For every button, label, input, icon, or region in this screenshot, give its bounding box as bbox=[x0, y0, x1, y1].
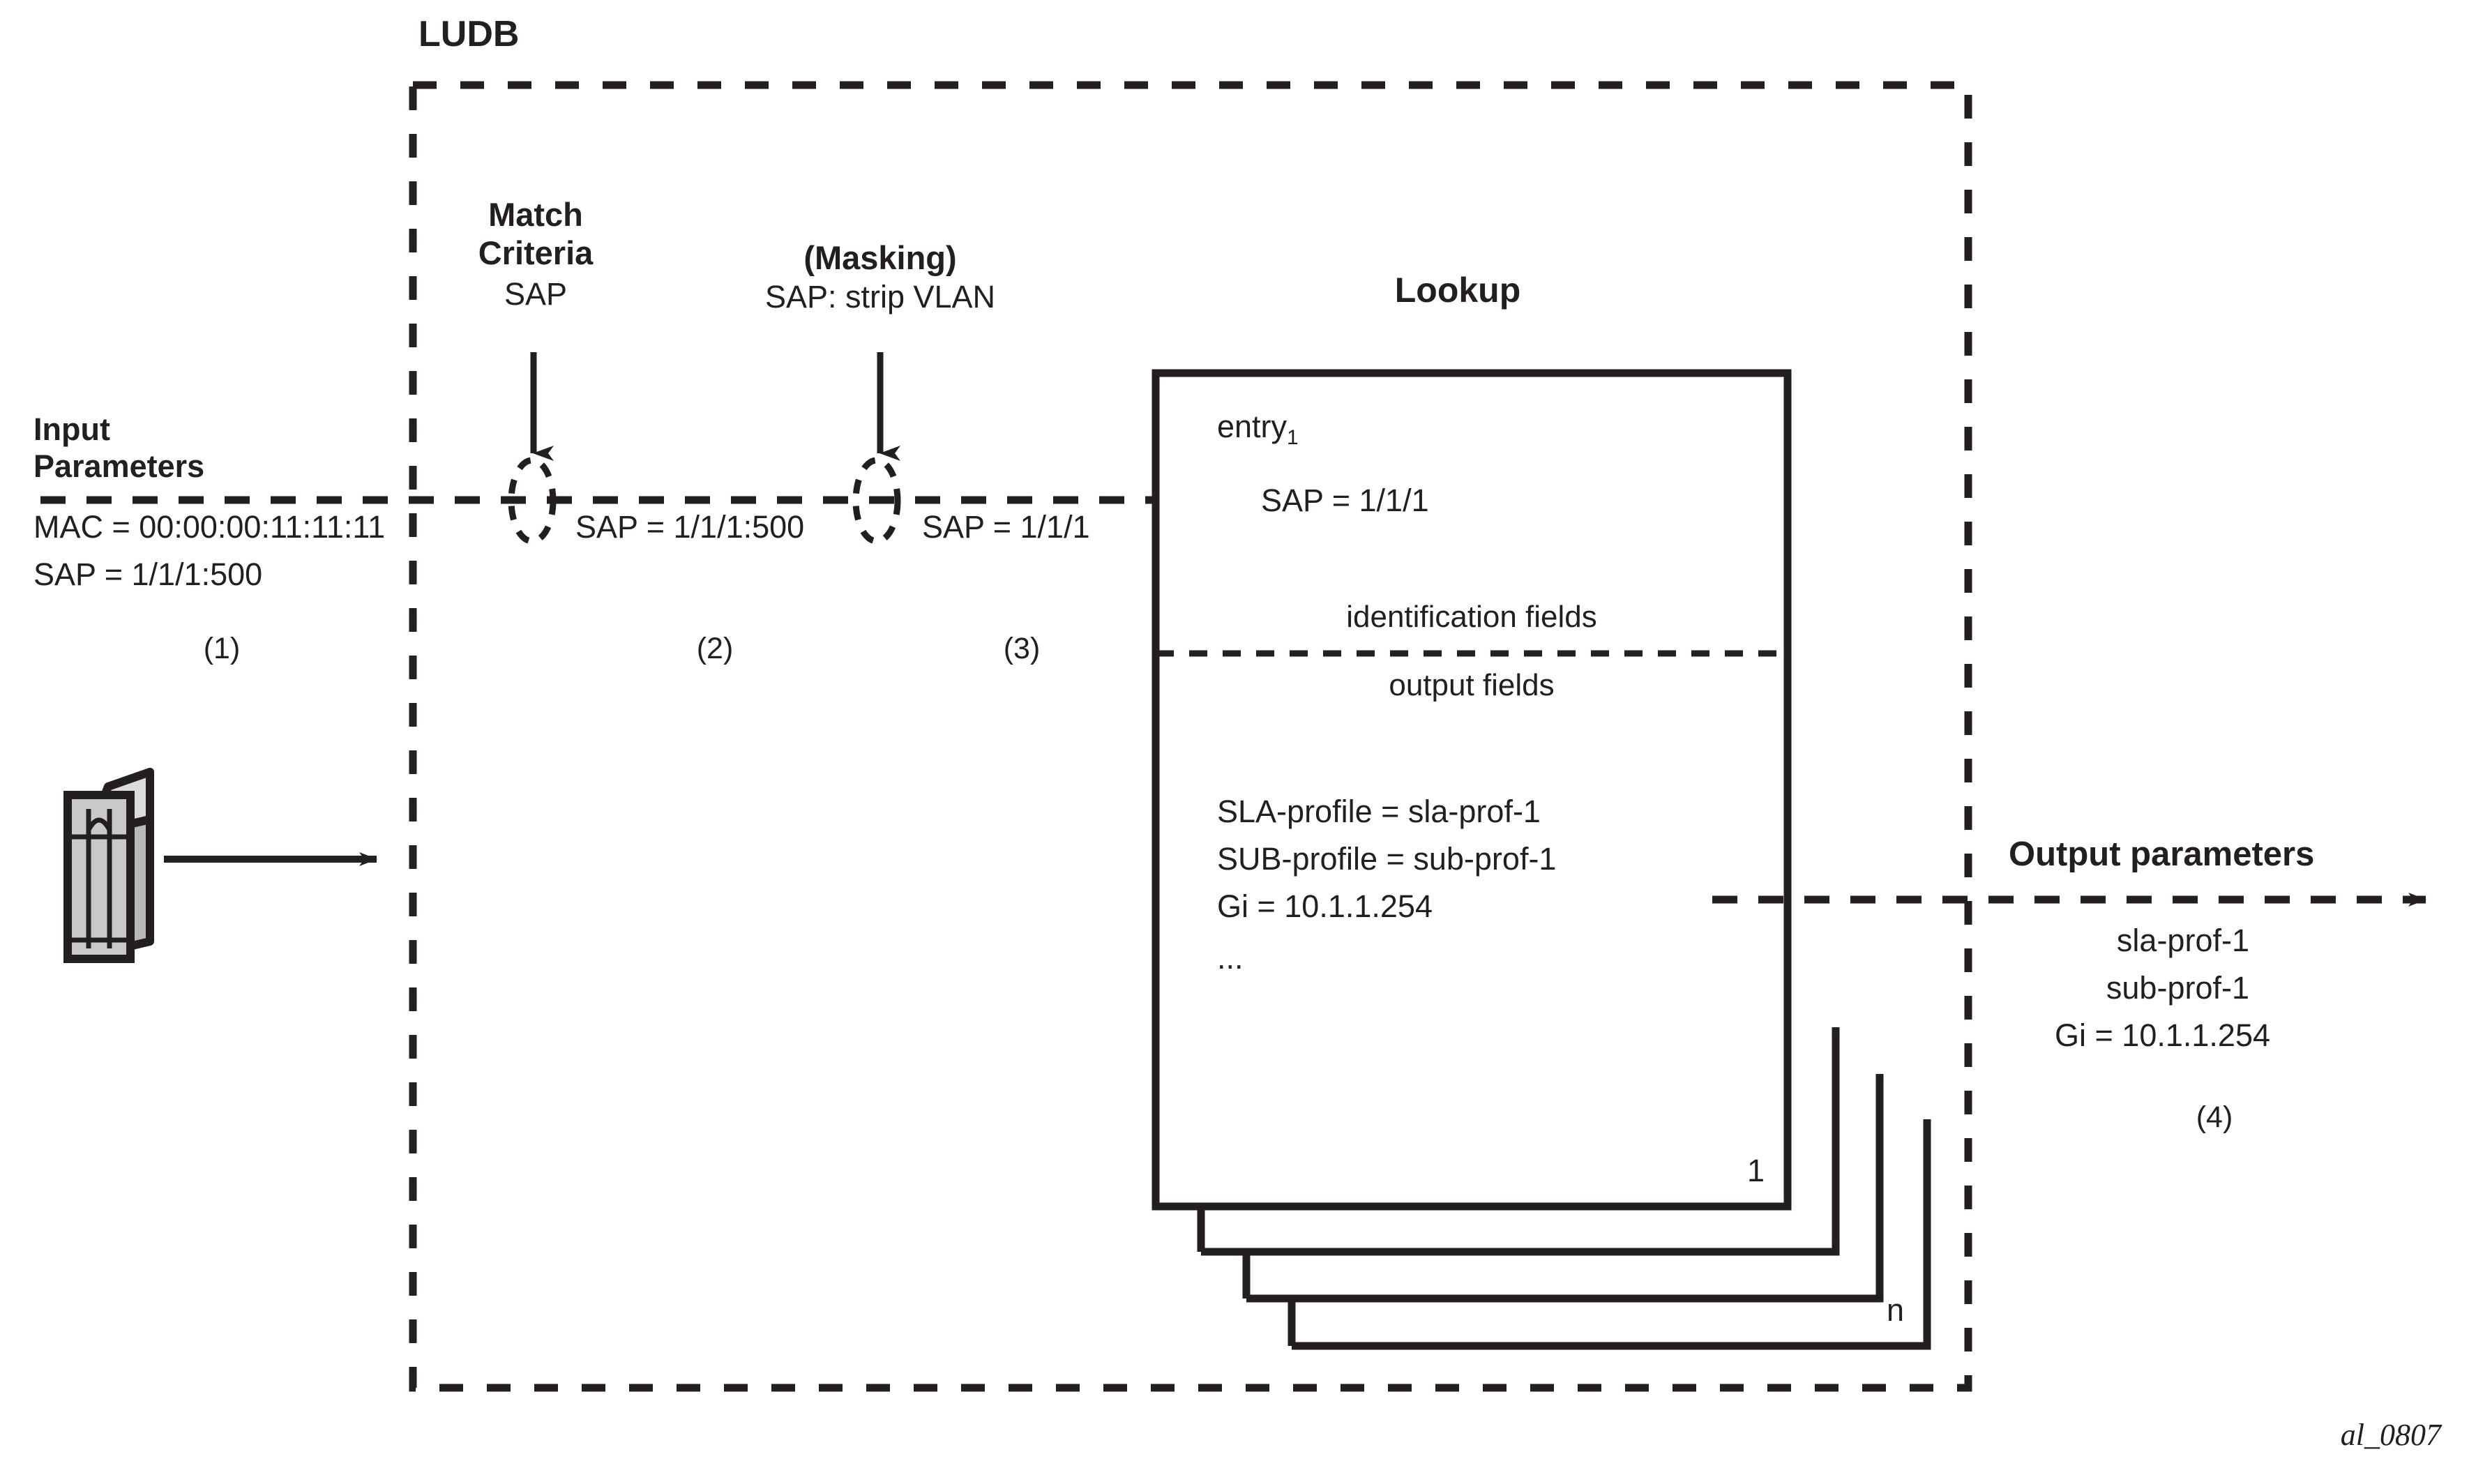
input-parameters-title-line2: Parameters bbox=[33, 448, 205, 484]
masking-subtitle: SAP: strip VLAN bbox=[764, 279, 996, 315]
match-criteria-value: SAP = 1/1/1:500 bbox=[575, 509, 805, 545]
match-criteria-subtitle: SAP bbox=[504, 276, 568, 312]
input-mac-value: MAC = 00:00:00:11:11:11 bbox=[33, 509, 386, 545]
output-fields-label: output fields bbox=[1389, 668, 1555, 702]
lookup-output-row-2: Gi = 10.1.1.254 bbox=[1217, 888, 1433, 924]
input-sap-value: SAP = 1/1/1:500 bbox=[33, 556, 263, 592]
entry-text: entry bbox=[1217, 409, 1288, 444]
step-label-3: (3) bbox=[1003, 632, 1041, 665]
masking-title: (Masking) bbox=[803, 239, 957, 276]
input-parameters-title-line1: Input bbox=[33, 411, 110, 447]
match-criteria-title-line1: Match bbox=[488, 196, 583, 233]
match-criteria-title-line2: Criteria bbox=[478, 234, 594, 271]
lookup-entry-label: entry1 bbox=[1217, 410, 1299, 449]
output-row-1: sub-prof-1 bbox=[2106, 970, 2249, 1006]
mask-point-ellipse-icon bbox=[852, 457, 901, 545]
lookup-card-index-first: 1 bbox=[1746, 1153, 1765, 1188]
output-row-0: sla-prof-1 bbox=[2116, 923, 2249, 958]
ludb-label: LUDB bbox=[418, 14, 520, 54]
lookup-output-row-3: ... bbox=[1217, 940, 1244, 976]
lookup-output-row-0: SLA-profile = sla-prof-1 bbox=[1217, 794, 1541, 829]
output-parameters-title: Output parameters bbox=[2009, 835, 2315, 873]
lookup-match-field: SAP = 1/1/1 bbox=[1261, 483, 1429, 518]
step-label-1: (1) bbox=[203, 632, 241, 665]
lookup-card-front bbox=[1152, 369, 1792, 1211]
entry-subscript: 1 bbox=[1287, 426, 1299, 449]
lookup-card-index-last: n bbox=[1886, 1292, 1904, 1328]
network-device-icon bbox=[63, 768, 154, 963]
output-row-2: Gi = 10.1.1.254 bbox=[2055, 1017, 2270, 1053]
step-label-4: (4) bbox=[2196, 1100, 2233, 1134]
step-label-2: (2) bbox=[696, 632, 734, 665]
match-point-ellipse-icon bbox=[508, 457, 557, 545]
figure-caption-id: al_0807 bbox=[2340, 1418, 2441, 1452]
lookup-title: Lookup bbox=[1394, 271, 1521, 310]
lookup-output-row-1: SUB-profile = sub-prof-1 bbox=[1217, 841, 1557, 877]
ludb-boundary bbox=[409, 81, 1972, 1392]
masking-value: SAP = 1/1/1 bbox=[922, 509, 1090, 545]
identification-fields-label: identification fields bbox=[1346, 600, 1597, 634]
